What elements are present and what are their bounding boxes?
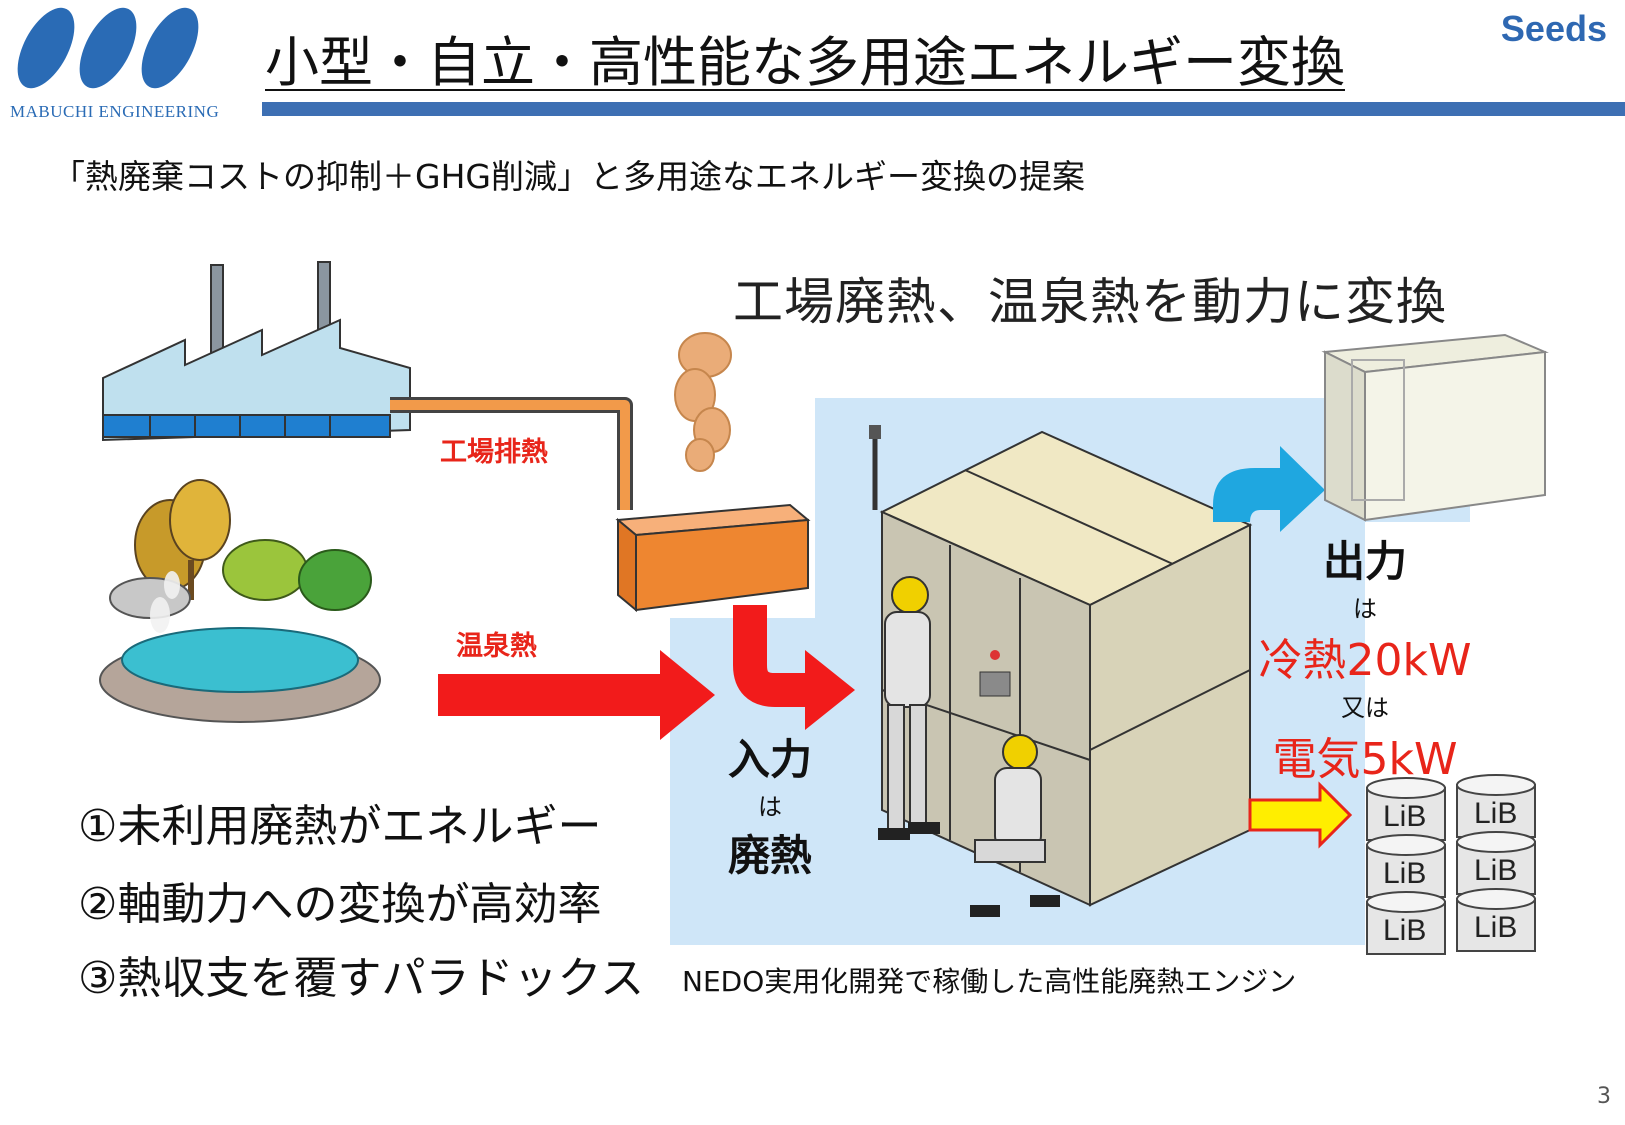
output-particle: は [1353,595,1377,623]
header-divider-bar [262,102,1625,116]
battery-label: LiB [1474,797,1517,830]
input-label: 入力 [727,735,812,784]
electric-output-arrow-icon [1248,781,1353,849]
cold-output-arrow-icon [1213,446,1325,532]
seeds-tag: Seeds [1500,8,1607,49]
cold-storage-room-icon [1321,333,1549,522]
battery-label: LiB [1474,911,1517,944]
feature-point-3: ③熱収支を覆すパラドックス [78,953,645,1004]
logo-text: MABUCHI ENGINEERING [10,102,220,121]
heat-flow-arrow-icon [438,650,715,740]
factory-heat-label: 工場排熱 [440,437,548,468]
output-or: 又は [1341,694,1389,722]
cold-output-value: 冷熱20kW [1258,635,1472,686]
battery-label: LiB [1383,857,1426,890]
heat-flow-arrow-icon [733,605,855,730]
engine-caption: NEDO実用化開発で稼働した高性能廃熱エンジン [682,965,1297,998]
input-description: 入力 は 廃熱 [715,726,825,883]
page-title: 小型・自立・高性能な多用途エネルギー変換 [265,31,1345,94]
electric-output-value: 電気5kW [1272,734,1458,785]
diagram-headline: 工場廃熱、温泉熱を動力に変換 [733,273,1447,331]
hot-spring-heat-label: 温泉熱 [456,631,537,662]
page-number: 3 [1597,1084,1611,1109]
input-particle: は [758,793,782,821]
steam-icon [674,332,732,472]
subtitle: 「熱廃棄コストの抑制＋GHG削減」と多用途なエネルギー変換の提案 [52,157,1085,196]
worker-icon [970,734,1060,917]
company-logo-icon [17,7,199,89]
output-description: 出力 は 冷熱20kW 又は 電気5kW [1250,528,1480,787]
worker-icon [878,576,940,840]
output-label: 出力 [1322,537,1407,586]
battery-label: LiB [1383,914,1426,947]
lithium-battery-stack-icon [1366,774,1536,955]
heat-exchanger-icon [615,503,811,613]
feature-point-2: ②軸動力への変換が高効率 [78,879,602,930]
feature-point-1: ①未利用廃熱がエネルギー [78,801,602,852]
hot-spring-icon [99,479,381,723]
battery-label: LiB [1383,800,1426,833]
battery-label: LiB [1474,854,1517,887]
input-value: 廃熱 [727,831,812,880]
factory-icon [102,261,411,442]
